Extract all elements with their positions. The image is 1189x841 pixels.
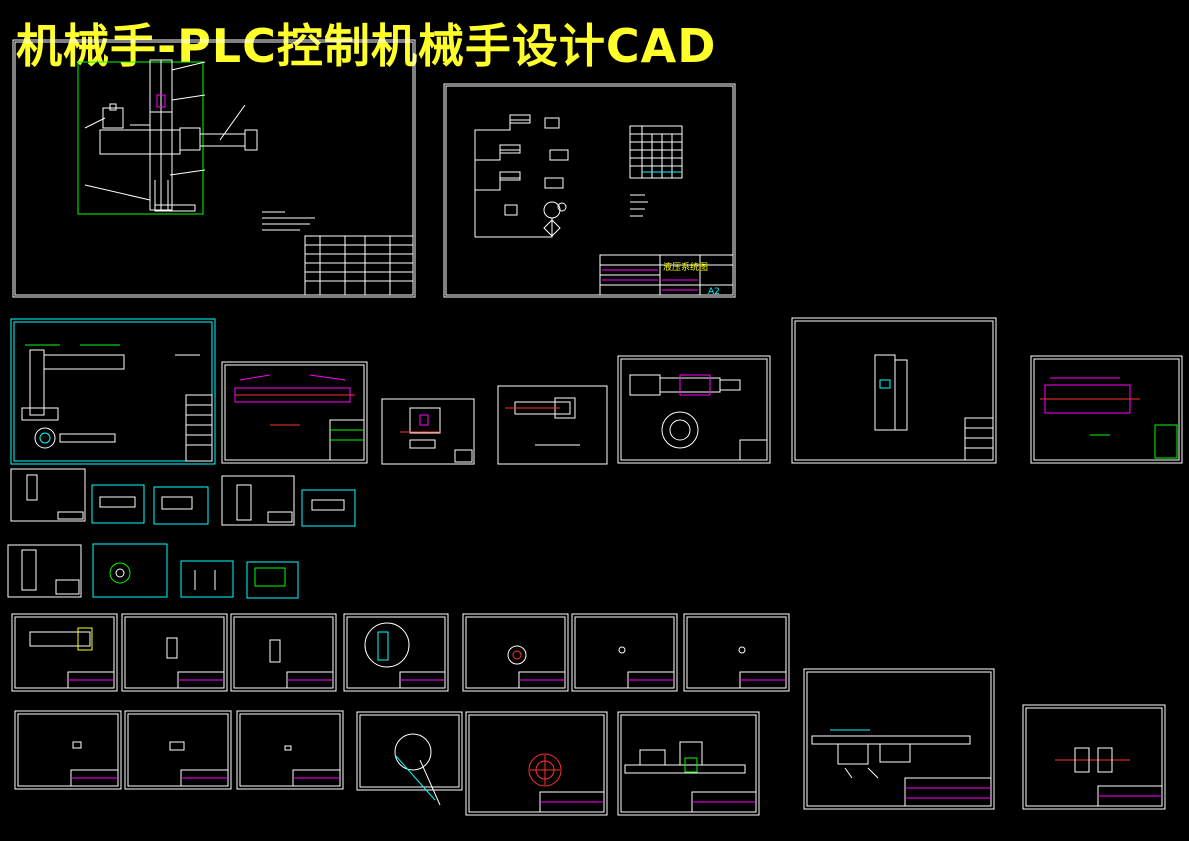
- sheet-part-a[interactable]: [381, 398, 475, 465]
- sheet-row5-5[interactable]: [462, 613, 569, 692]
- sheet-cylinder-1[interactable]: [221, 361, 368, 464]
- sheet-row5-3[interactable]: [230, 613, 337, 692]
- sheet-column[interactable]: [791, 317, 997, 464]
- sheet-small-9[interactable]: [246, 561, 299, 599]
- sheet-row6-6[interactable]: [617, 711, 760, 816]
- sheet-row5-7[interactable]: [683, 613, 790, 692]
- sheet-small-2[interactable]: [91, 484, 145, 524]
- sheet-row5-1[interactable]: [11, 613, 118, 692]
- sheet-small-1[interactable]: [10, 468, 86, 522]
- sheet-part-b[interactable]: [497, 385, 608, 465]
- sheet-row5-2[interactable]: [121, 613, 228, 692]
- sheet-row6-5[interactable]: [465, 711, 608, 816]
- sheet-small-6[interactable]: [7, 544, 82, 598]
- sheet-row6-7[interactable]: [803, 668, 995, 810]
- sheet-cylinder-2[interactable]: [1030, 355, 1183, 464]
- sheet-row6-2[interactable]: [124, 710, 232, 790]
- sheet-row6-4[interactable]: [356, 711, 463, 806]
- sheet-arm-assembly[interactable]: [10, 318, 216, 465]
- sheet-row6-1[interactable]: [14, 710, 122, 790]
- sheet-row5-6[interactable]: [571, 613, 678, 692]
- page-title: 机械手-PLC控制机械手设计CAD: [16, 19, 717, 73]
- sheet-hydraulic-system[interactable]: [443, 83, 736, 298]
- hydraulic-drawing-name: 液压系统图: [663, 261, 708, 273]
- sheet-gripper[interactable]: [617, 355, 771, 464]
- sheet-small-5[interactable]: [301, 489, 356, 527]
- sheet-small-4[interactable]: [221, 475, 295, 526]
- sheet-assembly-main[interactable]: [12, 39, 416, 298]
- sheet-row5-4[interactable]: [343, 613, 449, 692]
- sheet-small-7[interactable]: [92, 543, 168, 598]
- sheet-small-8[interactable]: [180, 560, 234, 598]
- sheet-small-3[interactable]: [153, 486, 209, 525]
- sheet-row6-8[interactable]: [1022, 704, 1166, 810]
- sheet-row6-3[interactable]: [236, 710, 344, 790]
- hydraulic-sheet-size: A2: [708, 287, 720, 297]
